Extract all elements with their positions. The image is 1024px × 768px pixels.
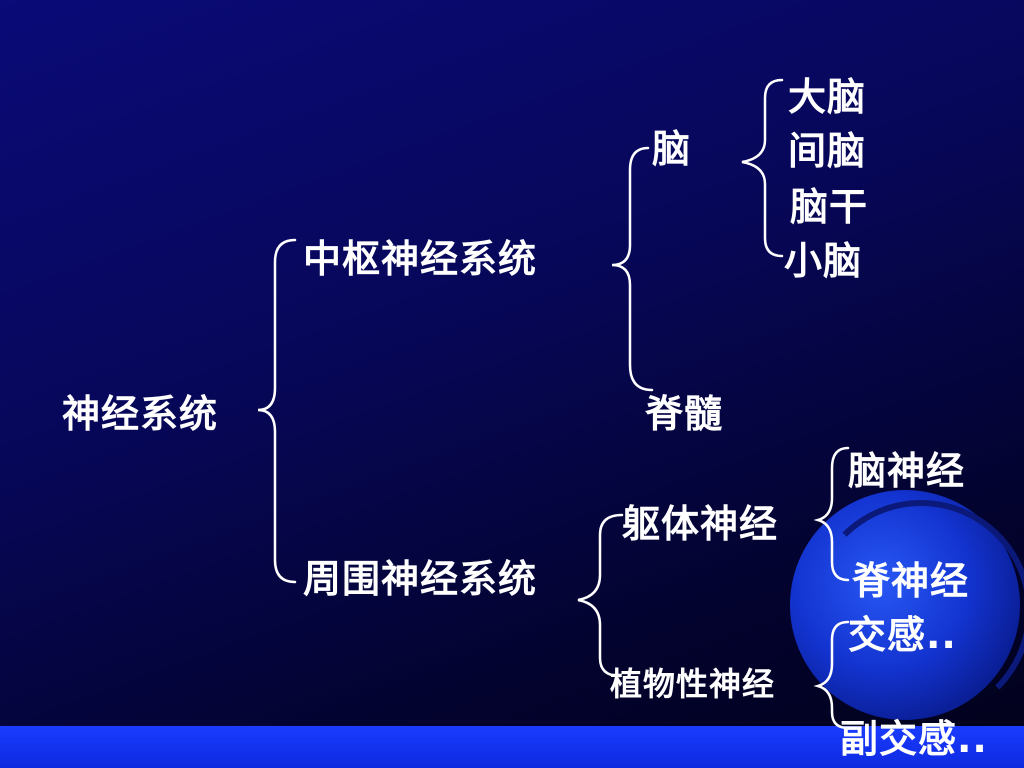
autonomic-brace [813,620,850,730]
central-label: 中枢神经系统 [303,237,538,281]
brain-part-diencephalon: 间脑 [788,129,867,173]
brain-label: 脑 [652,127,692,171]
sympathetic-label: 交感.. [848,613,957,657]
central-brace [611,146,654,392]
spinal-nerve-label: 脊神经 [852,559,970,603]
somatic-brace [813,446,850,582]
brain-brace [741,78,784,258]
brain-part-cerebellum: 小脑 [784,239,863,283]
spinal-cord-label: 脊髓 [645,392,724,436]
root-label: 神经系统 [62,392,219,436]
peripheral-brace [577,513,624,678]
cranial-nerve-label: 脑神经 [848,449,966,493]
peripheral-label: 周围神经系统 [303,557,538,601]
brain-part-brainstem: 脑干 [790,185,869,229]
globe-ring-decoration [810,500,1024,722]
parasympathetic-label: 副交感.. [840,717,988,761]
root-brace [257,238,297,584]
autonomic-label: 植物性神经 [610,665,776,703]
somatic-label: 躯体神经 [622,502,779,546]
brain-part-cerebrum: 大脑 [788,75,867,119]
bottom-bar [0,726,1024,768]
